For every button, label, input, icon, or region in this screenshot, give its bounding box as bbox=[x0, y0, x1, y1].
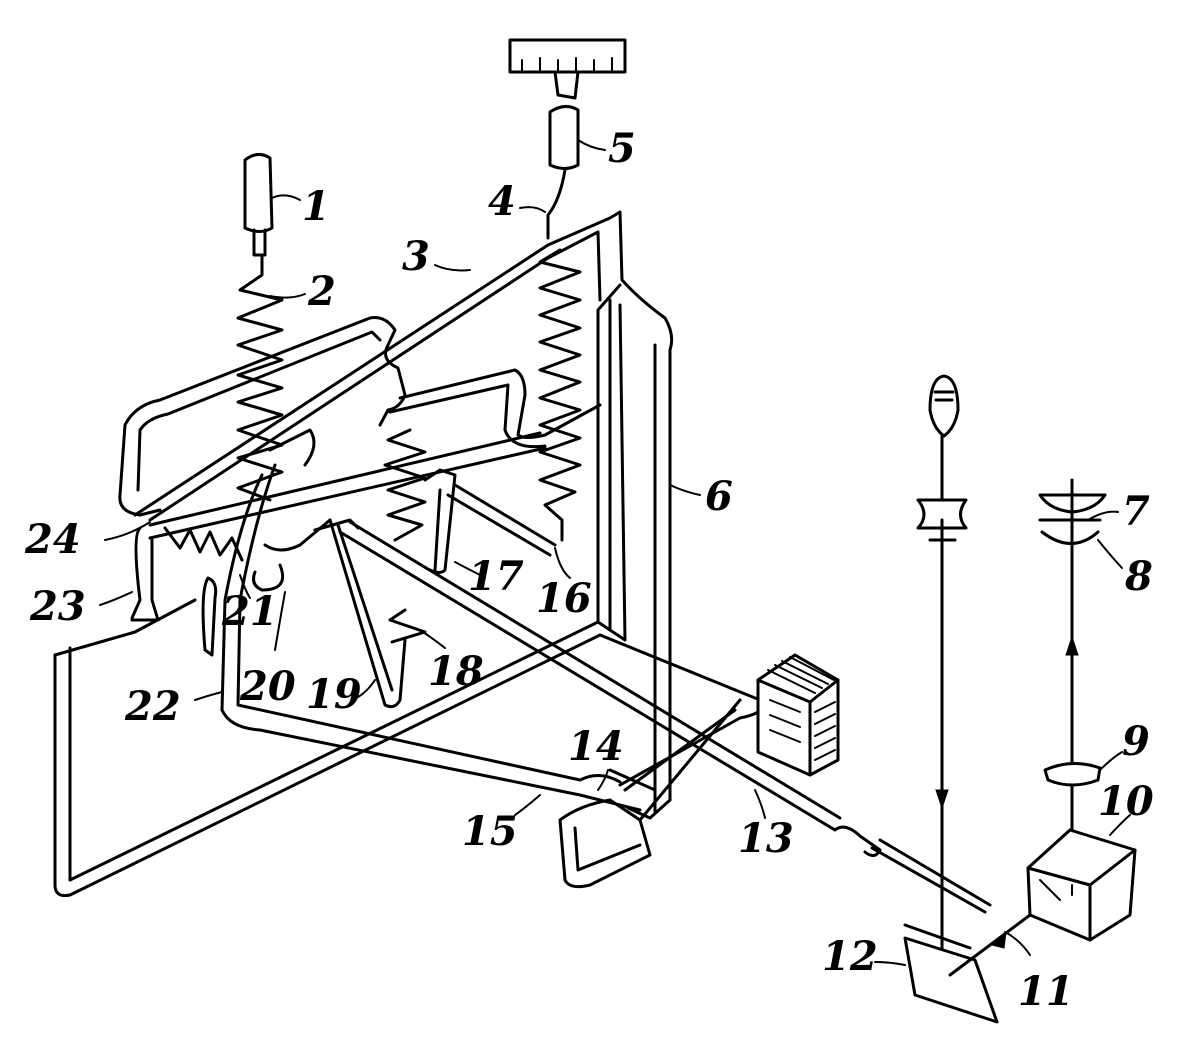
lower-link bbox=[201, 428, 642, 812]
spring-2 bbox=[236, 253, 284, 502]
label-2: 2 bbox=[307, 268, 336, 315]
rod-13 bbox=[338, 520, 992, 914]
label-19: 19 bbox=[306, 671, 362, 718]
label-11: 11 bbox=[1018, 968, 1074, 1015]
label-16: 16 bbox=[536, 575, 592, 622]
label-22: 22 bbox=[124, 683, 181, 730]
label-8: 8 bbox=[1124, 553, 1153, 600]
main-frame bbox=[53, 210, 764, 897]
label-1: 1 bbox=[302, 183, 330, 230]
part-labels: 1 2 3 4 5 6 7 8 9 10 11 12 13 14 15 16 1… bbox=[24, 125, 1154, 1015]
label-21: 21 bbox=[221, 588, 278, 635]
scale-and-rod-5 bbox=[508, 38, 627, 240]
label-10: 10 bbox=[1098, 778, 1154, 825]
label-6: 6 bbox=[705, 473, 733, 520]
label-3: 3 bbox=[402, 233, 430, 280]
label-17: 17 bbox=[468, 553, 524, 600]
upper-arm bbox=[118, 316, 602, 517]
bracket-14 bbox=[558, 698, 742, 889]
label-24: 24 bbox=[24, 516, 81, 563]
label-20: 20 bbox=[239, 663, 296, 710]
rod-1 bbox=[243, 153, 274, 257]
label-15: 15 bbox=[462, 808, 518, 855]
spring-16 bbox=[538, 248, 582, 542]
label-14: 14 bbox=[568, 723, 624, 770]
middle-bar bbox=[130, 431, 547, 622]
label-18: 18 bbox=[428, 648, 484, 695]
electric-box bbox=[756, 653, 840, 777]
label-23: 23 bbox=[29, 583, 86, 630]
leader-lines bbox=[99, 139, 1131, 966]
label-13: 13 bbox=[738, 815, 794, 862]
label-12: 12 bbox=[822, 933, 878, 980]
label-4: 4 bbox=[488, 178, 516, 225]
label-5: 5 bbox=[608, 125, 636, 172]
optical-system bbox=[903, 374, 1137, 1024]
lever-v bbox=[263, 518, 407, 709]
spring-18 bbox=[383, 428, 427, 644]
spring-21 bbox=[163, 526, 244, 562]
label-9: 9 bbox=[1122, 718, 1150, 765]
label-7: 7 bbox=[1122, 488, 1150, 535]
